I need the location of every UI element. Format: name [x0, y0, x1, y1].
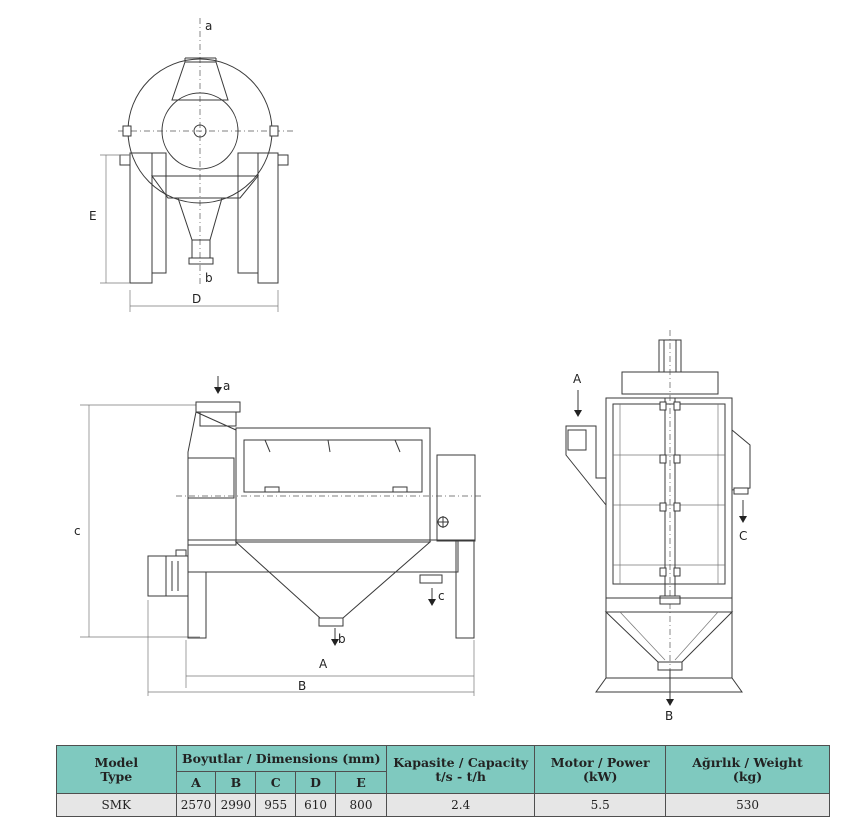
header-dim-c: C: [255, 771, 297, 794]
label-side-a: a: [223, 379, 230, 393]
label-side-B: B: [298, 679, 306, 693]
end-view: A C B: [565, 330, 751, 723]
header-model: Model Type: [56, 745, 177, 794]
label-side-c: c: [74, 524, 81, 538]
cell-capacity: 2.4: [385, 793, 536, 817]
spec-table: Model Type Boyutlar / Dimensions (mm) Ka…: [56, 745, 830, 817]
label-side-b: b: [338, 632, 346, 646]
header-dimensions: Boyutlar / Dimensions (mm): [175, 745, 387, 772]
header-dim-e: E: [335, 771, 387, 794]
table-row: SMK 2570 2990 955 610 800 2.4 5.5 530: [56, 793, 830, 817]
label-top-E: E: [89, 209, 97, 223]
header-motor: Motor / Power (kW): [534, 745, 667, 794]
label-side-cout: c: [438, 589, 445, 603]
label-side-A: A: [319, 657, 328, 671]
label-top-a: a: [205, 19, 212, 33]
cell-power: 5.5: [534, 793, 667, 817]
header-dim-d: D: [295, 771, 337, 794]
side-view: a c b c A B: [74, 376, 484, 696]
front-view: a b E D: [89, 18, 295, 312]
cell-dim-b: 2990: [215, 793, 257, 817]
cell-dim-e: 800: [335, 793, 387, 817]
label-end-B: B: [665, 709, 673, 723]
label-end-C: C: [739, 529, 747, 543]
label-top-D: D: [192, 292, 201, 306]
technical-drawing: a b E D: [74, 18, 751, 723]
header-dim-b: B: [215, 771, 257, 794]
cell-dim-a: 2570: [175, 793, 217, 817]
cell-dim-d: 610: [295, 793, 337, 817]
label-end-A: A: [573, 372, 582, 386]
header-weight: Ağırlık / Weight (kg): [665, 745, 830, 794]
cell-weight: 530: [665, 793, 830, 817]
header-dim-a: A: [175, 771, 217, 794]
label-top-b: b: [205, 271, 213, 285]
cell-dim-c: 955: [255, 793, 297, 817]
header-capacity: Kapasite / Capacity t/s - t/h: [385, 745, 536, 794]
cell-model: SMK: [56, 793, 177, 817]
